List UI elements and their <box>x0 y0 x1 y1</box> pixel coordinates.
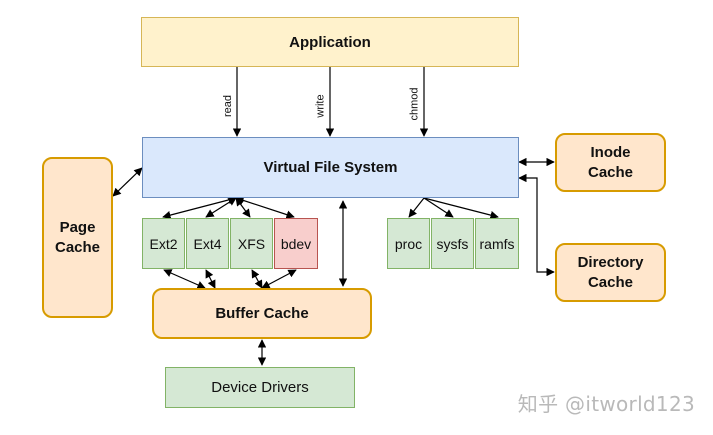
arrow-vfs-ext4 <box>205 197 237 218</box>
node-inode-cache: Inode Cache <box>555 133 666 192</box>
node-application: Application <box>141 17 519 67</box>
arrow-xfs-buffercache <box>251 269 263 289</box>
node-ext2: Ext2 <box>142 218 185 269</box>
edge-label-read: read <box>222 94 235 118</box>
node-proc: proc <box>387 218 430 269</box>
arrow-vfs-sysfs <box>423 197 454 218</box>
edge-label-write: write <box>314 94 327 118</box>
arrow-pagecache-vfs <box>112 167 143 197</box>
node-device-drivers: Device Drivers <box>165 367 355 408</box>
arrow-ext4-buffercache <box>205 269 216 289</box>
node-bdev: bdev <box>274 218 318 269</box>
node-ramfs: ramfs <box>475 218 519 269</box>
arrow-bdev-buffercache <box>261 269 297 289</box>
edge-label-chmod: chmod <box>408 87 421 121</box>
arrow-vfs-proc <box>408 197 425 218</box>
arrow-vfs-ext2 <box>162 195 237 220</box>
arrow-vfs-directory <box>518 173 555 277</box>
arrow-vfs-bdev <box>235 196 295 219</box>
node-page-cache: Page Cache <box>42 157 113 318</box>
node-xfs: XFS <box>230 218 273 269</box>
node-directory-cache: Directory Cache <box>555 243 666 302</box>
node-sysfs: sysfs <box>431 218 474 269</box>
arrow-vfs-ramfs <box>423 197 499 220</box>
arrow-ext2-buffercache <box>163 269 206 289</box>
node-ext4: Ext4 <box>186 218 229 269</box>
node-virtual-file-system: Virtual File System <box>142 137 519 198</box>
watermark: 知乎 @itworld123 <box>517 392 695 416</box>
node-buffer-cache: Buffer Cache <box>152 288 372 339</box>
